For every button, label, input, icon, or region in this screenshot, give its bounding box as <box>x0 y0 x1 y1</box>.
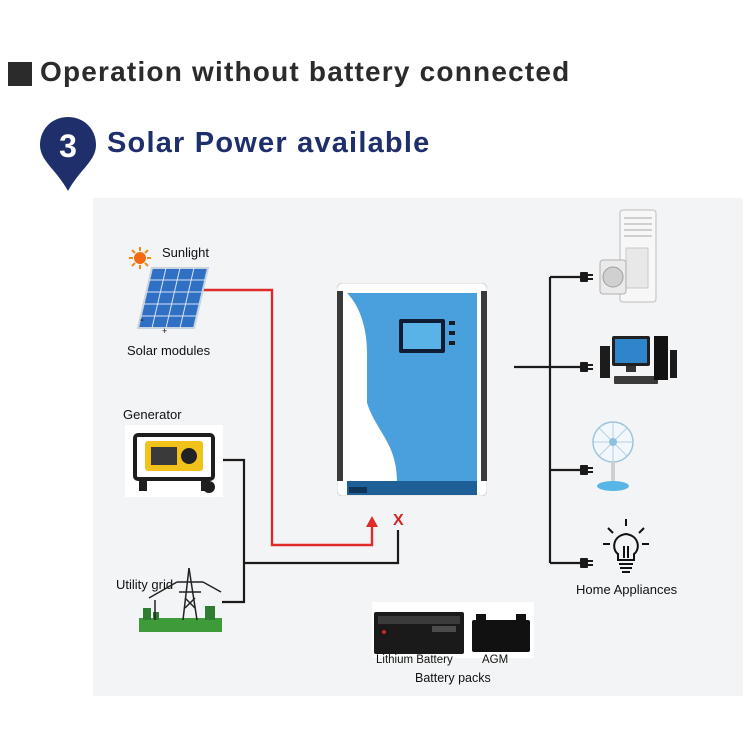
lithium-battery-label: Lithium Battery <box>376 654 453 666</box>
agm-battery-icon <box>472 614 530 652</box>
disconnect-x-mark: X <box>393 512 404 529</box>
generator-icon <box>125 425 223 497</box>
plug-icon <box>580 465 593 475</box>
air-conditioner-icon <box>599 209 657 303</box>
generator-label: Generator <box>123 407 182 422</box>
sun-icon <box>129 247 151 269</box>
light-bulb-icon <box>603 519 649 573</box>
heading-square-icon <box>8 62 32 86</box>
solar-minus-label: - <box>140 314 144 326</box>
battery-packs-icon <box>372 602 534 658</box>
plug-icon <box>580 362 593 372</box>
solar-arrow-icon <box>366 516 378 527</box>
step-number: 3 <box>59 128 77 164</box>
solar-panel-icon <box>136 267 210 329</box>
computer-icon <box>600 336 677 384</box>
lithium-battery-icon <box>374 612 464 654</box>
inverter-icon <box>337 283 487 496</box>
step-badge: 3 <box>40 117 96 191</box>
solar-plus-label: + <box>162 326 168 336</box>
power-tower-icon <box>139 568 222 632</box>
ac-input-wire <box>222 458 400 604</box>
page-title: Operation without battery connected <box>40 56 571 87</box>
solar-modules-label: Solar modules <box>127 343 211 358</box>
output-bus-wire <box>514 275 580 565</box>
home-appliances-label: Home Appliances <box>576 582 678 597</box>
agm-label: AGM <box>482 654 509 666</box>
plug-icon <box>580 558 593 568</box>
section-subtitle: Solar Power available <box>107 127 431 159</box>
solar-wire <box>195 288 374 547</box>
plug-icon <box>580 272 593 282</box>
sunlight-label: Sunlight <box>162 245 209 260</box>
battery-packs-label: Battery packs <box>415 671 491 685</box>
utility-grid-label: Utility grid <box>116 577 174 592</box>
fan-icon <box>592 421 634 491</box>
